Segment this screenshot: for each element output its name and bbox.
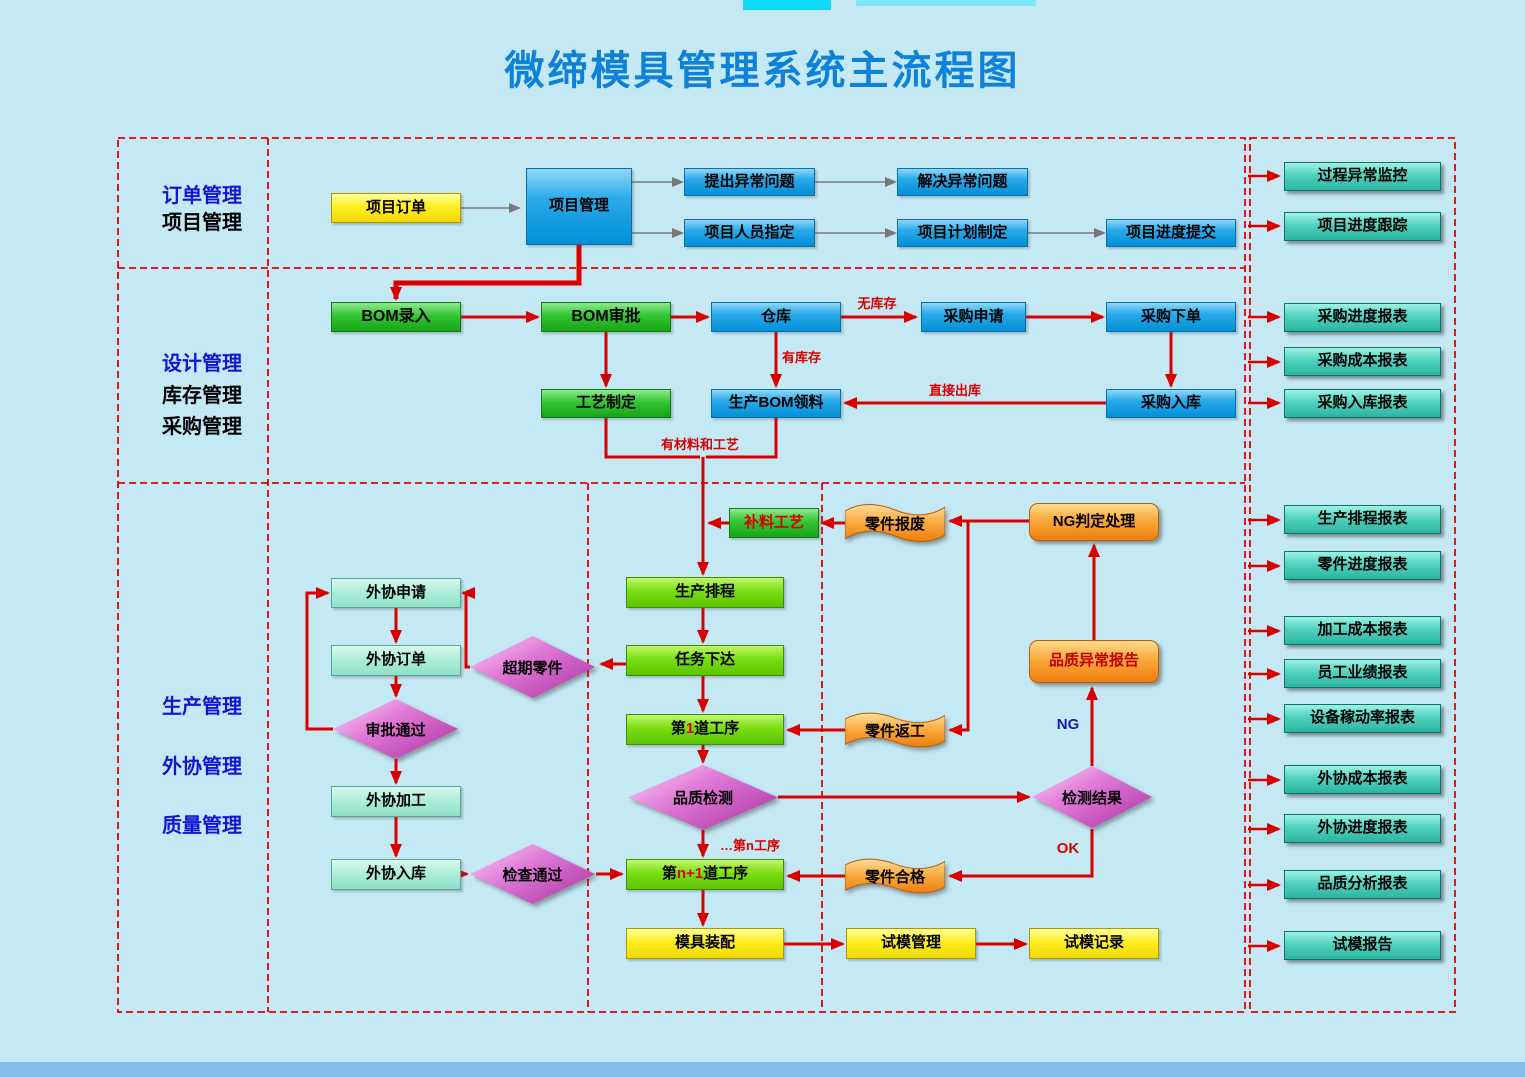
node-task-dispatch: 任务下达 <box>626 645 784 676</box>
node-resolve-issue: 解决异常问题 <box>897 168 1028 196</box>
diamond-shape: 超期零件 <box>470 636 595 698</box>
edge-label-material-ready: 有材料和工艺 <box>660 437 739 452</box>
sidebar-label-order-mgmt: 订单管理 <box>162 185 242 207</box>
node-prod-schedule: 生产排程 <box>626 577 784 608</box>
edge-label-direct-out: 直接出库 <box>928 383 981 398</box>
node-raise-issue: 提出异常问题 <box>684 168 815 196</box>
sidebar-label-inventory-mgmt: 库存管理 <box>162 385 242 407</box>
process-n1-number: n+1 <box>676 865 704 883</box>
node-approval-pass: 审批通过 <box>333 699 458 759</box>
bottom-bar <box>0 1062 1525 1077</box>
node-outsource-inbound: 外协入库 <box>331 859 461 890</box>
node-trial-record: 试模记录 <box>1029 928 1159 959</box>
report-purchase-progress: 采购进度报表 <box>1284 303 1441 332</box>
node-refill-process: 补料工艺 <box>729 508 819 538</box>
wave-shape <box>845 858 945 894</box>
report-arrows <box>1248 170 1281 952</box>
node-purchase-order: 采购下单 <box>1106 302 1236 332</box>
node-mold-assembly: 模具装配 <box>626 928 784 959</box>
report-part-progress: 零件进度报表 <box>1284 551 1441 580</box>
node-assign-staff: 项目人员指定 <box>684 219 815 247</box>
edge-label-no-stock: 无库存 <box>857 296 897 311</box>
report-purchase-cost: 采购成本报表 <box>1284 347 1441 376</box>
edge-label-ng: NG <box>1056 716 1080 733</box>
window-edge-strip-2 <box>856 0 1036 6</box>
node-trial-mgmt: 试模管理 <box>846 928 976 959</box>
node-bom-approve: BOM审批 <box>541 302 671 332</box>
diamond-label: 超期零件 <box>502 659 563 677</box>
diamond-label: 检查通过 <box>502 866 563 884</box>
node-plan-making: 项目计划制定 <box>897 219 1028 247</box>
node-purchase-request: 采购申请 <box>921 302 1026 332</box>
diamond-shape: 审批通过 <box>333 699 458 759</box>
sidebar-label-project-mgmt: 项目管理 <box>162 212 242 234</box>
node-quality-exception-report: 品质异常报告 <box>1029 640 1159 683</box>
node-part-rework: 零件返工 <box>845 709 945 751</box>
window-edge-strip-1 <box>743 0 831 10</box>
edge-label-ok: OK <box>1056 840 1080 857</box>
node-outsource-process: 外协加工 <box>331 786 461 817</box>
diamond-shape: 品质检测 <box>628 765 778 830</box>
sidebar-label-quality-mgmt: 质量管理 <box>162 815 242 837</box>
sidebar-label-outsource-mgmt: 外协管理 <box>162 756 242 778</box>
node-outsource-request: 外协申请 <box>331 578 461 608</box>
report-purchase-inbound: 采购入库报表 <box>1284 389 1441 418</box>
edge-label-nth-process: …第n工序 <box>720 838 780 853</box>
diamond-label: 审批通过 <box>365 721 426 739</box>
wave-label: 零件报废 <box>864 515 925 533</box>
report-outsource-progress: 外协进度报表 <box>1284 814 1441 843</box>
report-employee-perf: 员工业绩报表 <box>1284 659 1441 688</box>
section-borders <box>117 137 1456 1013</box>
node-project-order: 项目订单 <box>331 193 461 223</box>
sidebar-label-production-mgmt: 生产管理 <box>162 696 242 718</box>
report-quality-analysis: 品质分析报表 <box>1284 870 1441 899</box>
wave-shape <box>845 504 945 542</box>
node-part-scrap: 零件报废 <box>845 500 945 546</box>
wave-shape <box>845 712 945 748</box>
report-progress-track: 项目进度跟踪 <box>1284 212 1441 241</box>
node-inspect-pass: 检查通过 <box>470 844 595 904</box>
report-trial: 试模报告 <box>1284 931 1441 960</box>
wave-label: 零件合格 <box>864 868 925 886</box>
report-machining-cost: 加工成本报表 <box>1284 616 1441 645</box>
process-n1-suffix: 道工序 <box>703 865 749 883</box>
diamond-shape: 检查通过 <box>470 844 595 904</box>
node-ng-handling: NG判定处理 <box>1029 503 1159 541</box>
node-part-qualified: 零件合格 <box>845 855 945 897</box>
edge-label-has-stock: 有库存 <box>782 350 822 365</box>
report-process-monitor: 过程异常监控 <box>1284 162 1441 191</box>
page-title: 微缔模具管理系统主流程图 <box>504 49 1021 93</box>
report-prod-schedule: 生产排程报表 <box>1284 505 1441 534</box>
sidebar-label-purchase-mgmt: 采购管理 <box>162 416 242 438</box>
node-project-mgmt: 项目管理 <box>526 168 632 245</box>
node-purchase-inbound: 采购入库 <box>1106 389 1236 418</box>
sidebar-label-design-mgmt: 设计管理 <box>162 353 242 375</box>
node-bom-entry: BOM录入 <box>331 302 461 332</box>
process-1-prefix: 第 <box>670 720 686 738</box>
node-process-design: 工艺制定 <box>541 389 671 418</box>
node-outsource-order: 外协订单 <box>331 645 461 676</box>
node-inspect-result: 检测结果 <box>1032 766 1152 828</box>
node-progress-submit: 项目进度提交 <box>1106 219 1236 247</box>
process-1-number: 1 <box>685 720 695 738</box>
report-equipment-util: 设备稼动率报表 <box>1284 704 1441 733</box>
node-bom-picking: 生产BOM领料 <box>711 389 841 418</box>
wave-label: 零件返工 <box>864 722 925 740</box>
diamond-shape: 检测结果 <box>1032 766 1152 828</box>
diamond-label: 检测结果 <box>1061 789 1122 807</box>
node-quality-check: 品质检测 <box>628 765 778 830</box>
node-overdue-parts: 超期零件 <box>470 636 595 698</box>
report-outsource-cost: 外协成本报表 <box>1284 765 1441 794</box>
node-warehouse: 仓库 <box>711 302 841 332</box>
process-n1-prefix: 第 <box>661 865 677 883</box>
process-1-suffix: 道工序 <box>694 720 740 738</box>
diamond-label: 品质检测 <box>672 790 733 807</box>
